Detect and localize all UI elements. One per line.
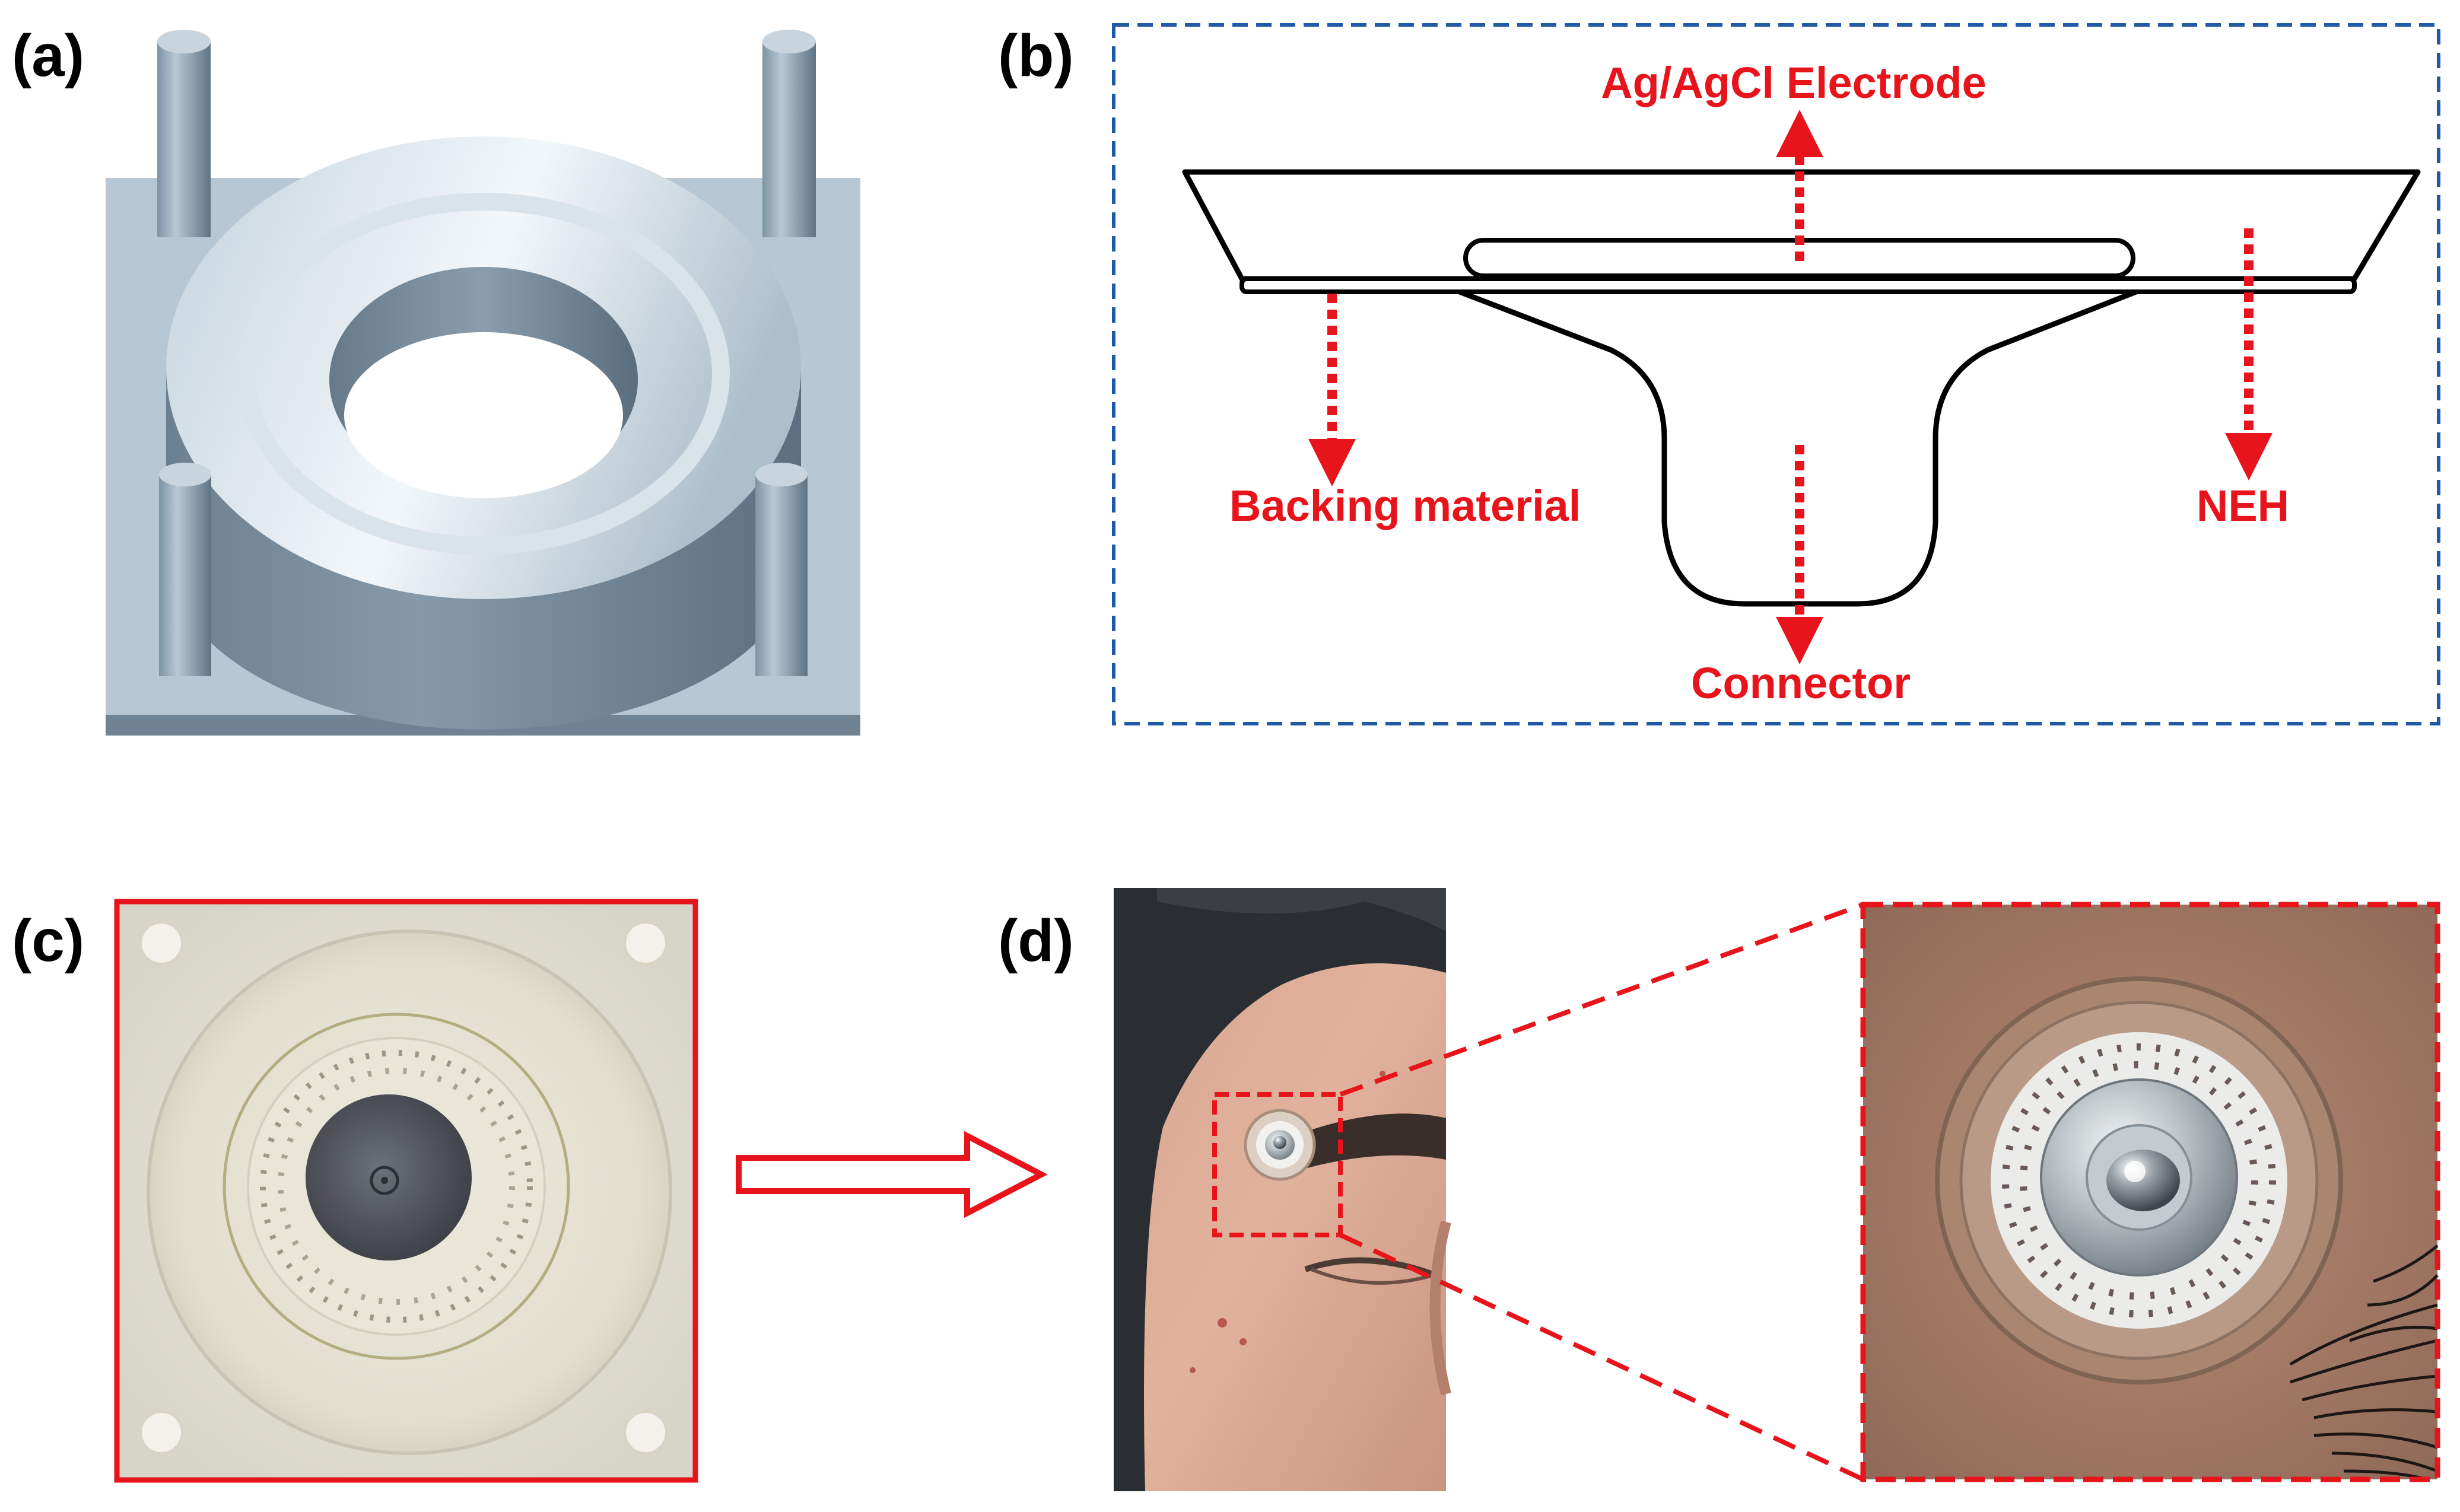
- zoom-selection-box: [1212, 1092, 1343, 1237]
- mold-3d-render: [106, 30, 860, 736]
- mold-photo: [114, 899, 698, 1483]
- schematic-dashed-border: [1112, 23, 2440, 725]
- photo-c-red-frame: [114, 899, 698, 1483]
- panel-label-a: (a): [12, 23, 84, 89]
- panel-label-d: (d): [998, 908, 1074, 974]
- zoom-inset-photo: [1860, 902, 2440, 1482]
- label-backing: Backing material: [1229, 481, 1581, 530]
- label-electrode: Ag/AgCl Electrode: [1601, 58, 1987, 107]
- label-connector: Connector: [1691, 658, 1911, 708]
- backing-layer: [1239, 276, 2357, 294]
- zoom-line-bottom: [1339, 1233, 1864, 1482]
- zoom-inset-red-frame: [1860, 902, 2440, 1482]
- zoom-line-top: [1339, 902, 1864, 1097]
- panel-label-b: (b): [998, 23, 1074, 89]
- process-arrow: [736, 1131, 1048, 1218]
- panel-label-c: (c): [12, 908, 84, 974]
- face-photo: [1114, 888, 1451, 1491]
- connector-outline: [1458, 289, 2137, 607]
- electrode-schematic: Ag/AgCl Electrode Backing material NEH C…: [1112, 23, 2440, 725]
- label-neh: NEH: [2197, 481, 2289, 530]
